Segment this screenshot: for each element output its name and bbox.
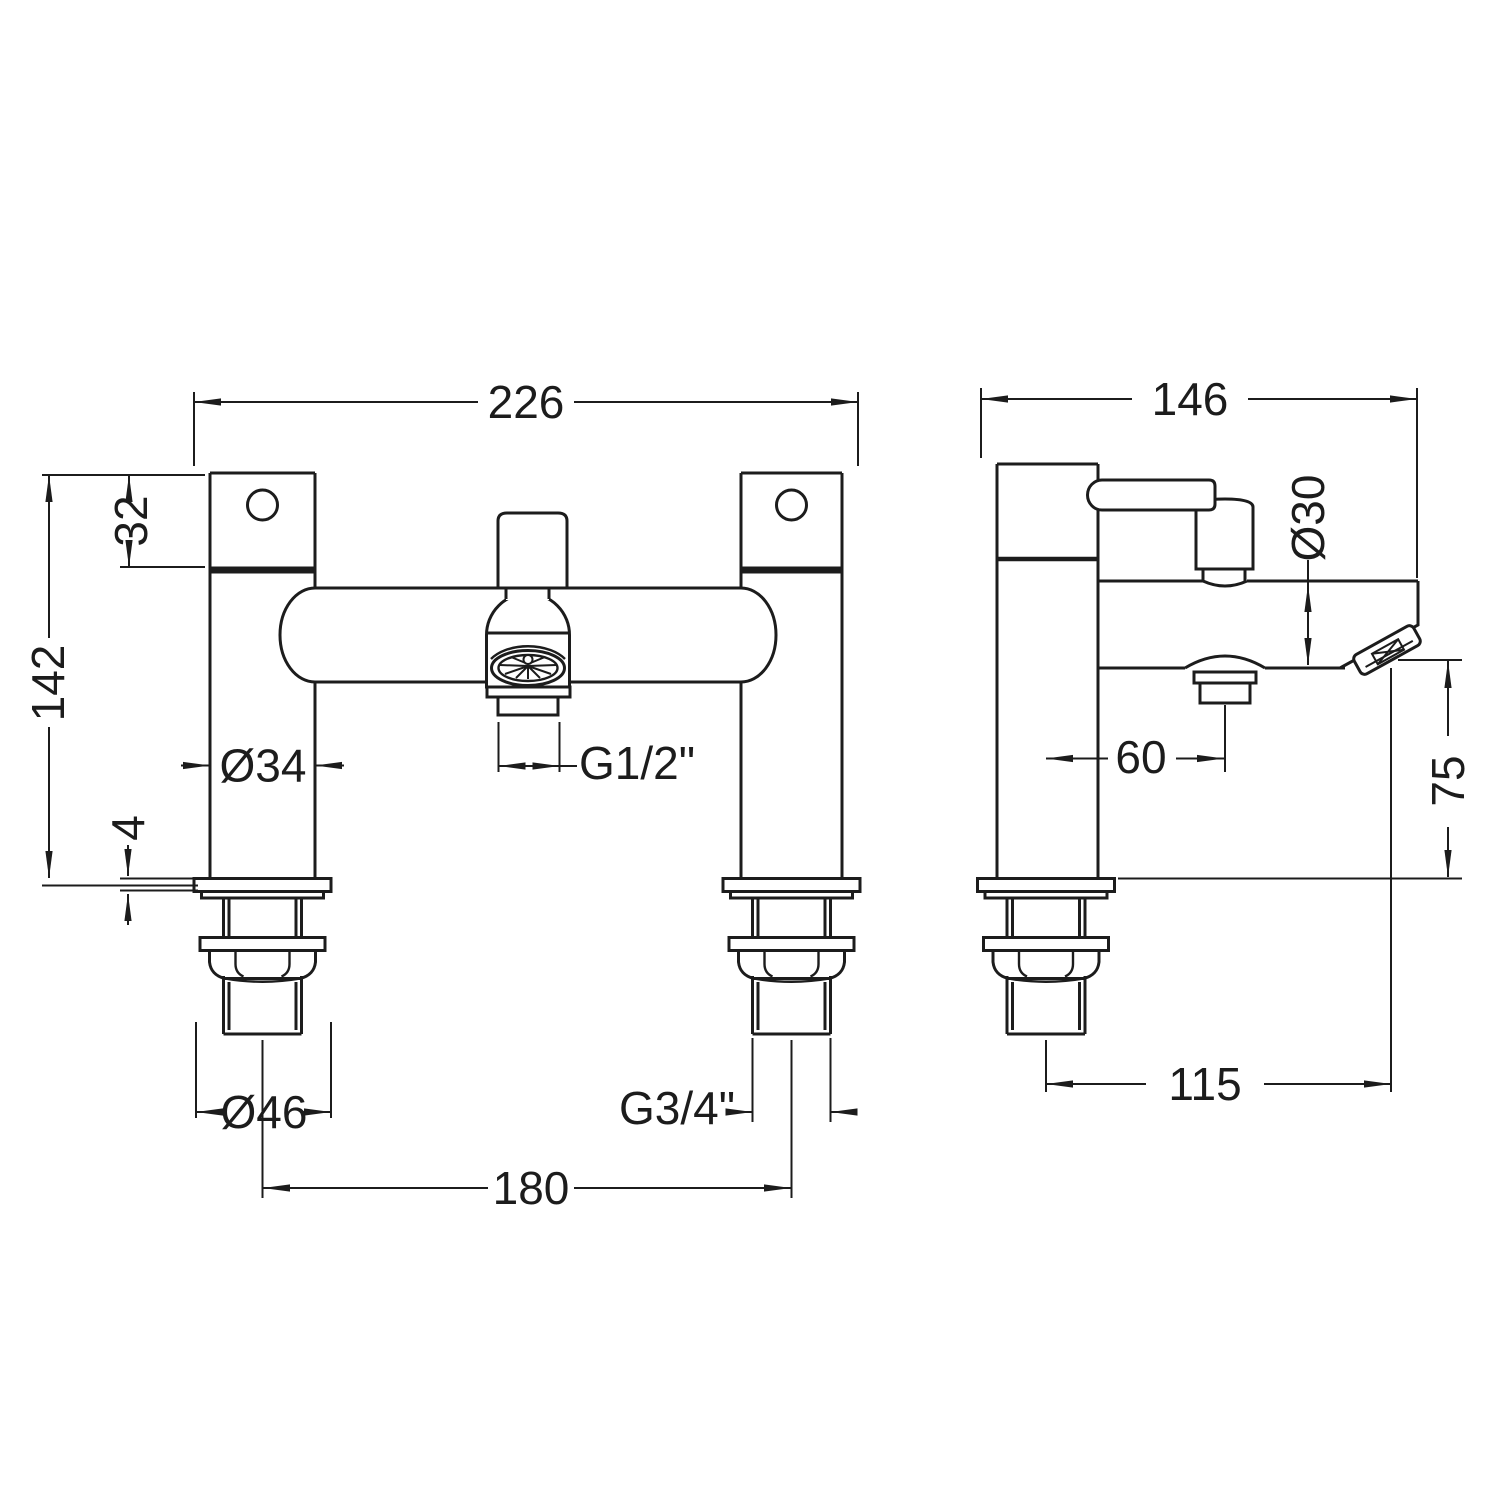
spout-aerator <box>1352 624 1422 676</box>
front-diverter-assembly <box>485 511 572 717</box>
dim-overall-width: 226 <box>193 376 859 466</box>
front-view: 226 32 142 Ø34 <box>22 376 862 1214</box>
dim-label-d46: Ø46 <box>221 1086 308 1138</box>
diverter-knob <box>496 511 569 590</box>
right-handle-screw-hole <box>775 488 808 522</box>
dim-deck-plate-thickness: 4 <box>42 815 198 925</box>
front-left-inlet-leg <box>192 877 333 1036</box>
dim-label-d34: Ø34 <box>220 740 307 792</box>
dim-body-diameter: Ø30 <box>1282 475 1334 665</box>
dim-outlet-offset: 60 <box>1046 705 1226 783</box>
dim-spout-height: 75 <box>1118 659 1474 880</box>
dim-label-32: 32 <box>105 495 157 546</box>
dim-label-75: 75 <box>1422 755 1474 806</box>
shower-outlet-nut <box>496 695 560 717</box>
front-body-bar <box>278 586 778 684</box>
dim-pillar-diameter: Ø34 <box>181 740 344 792</box>
dim-label-4: 4 <box>102 815 154 841</box>
dim-label-180: 180 <box>493 1162 570 1214</box>
dim-label-g34: G3/4" <box>619 1082 735 1134</box>
side-body-and-spout <box>1098 579 1422 705</box>
dim-label-226: 226 <box>488 376 565 428</box>
side-dimensions: 146 Ø30 60 75 <box>980 373 1474 1110</box>
dim-shower-hose-thread: G1/2" <box>497 722 695 789</box>
dim-overall-depth: 146 <box>980 373 1418 578</box>
dim-label-142: 142 <box>22 645 74 722</box>
side-view: 146 Ø30 60 75 <box>976 373 1474 1110</box>
front-right-pillar <box>739 471 844 879</box>
dim-label-115: 115 <box>1168 1058 1241 1110</box>
front-left-pillar <box>208 471 317 879</box>
front-right-inlet-leg <box>721 877 862 1036</box>
dim-height-above-deck: 142 <box>22 474 205 878</box>
dim-label-d30: Ø30 <box>1282 475 1334 562</box>
side-lever-handle <box>1086 478 1255 581</box>
dim-flange-diameter: Ø46 <box>195 1022 332 1138</box>
side-shower-outlet-nut <box>1198 681 1252 705</box>
dim-handle-height: 32 <box>105 475 205 568</box>
hose-swivel-star-pattern <box>499 656 557 679</box>
lever-arm <box>1086 478 1217 512</box>
dim-label-146: 146 <box>1152 373 1229 425</box>
dim-label-g12: G1/2" <box>579 737 695 789</box>
dim-label-60: 60 <box>1115 731 1166 783</box>
front-dimensions: 226 32 142 Ø34 <box>22 376 859 1214</box>
side-pillar <box>995 462 1100 879</box>
dim-inlet-thread: G3/4" <box>619 1038 858 1134</box>
dim-spout-reach: 115 <box>1045 668 1392 1110</box>
side-inlet-leg <box>976 877 1116 1036</box>
dim-inlet-centres: 180 <box>261 1040 793 1214</box>
left-handle-screw-hole <box>246 488 279 522</box>
